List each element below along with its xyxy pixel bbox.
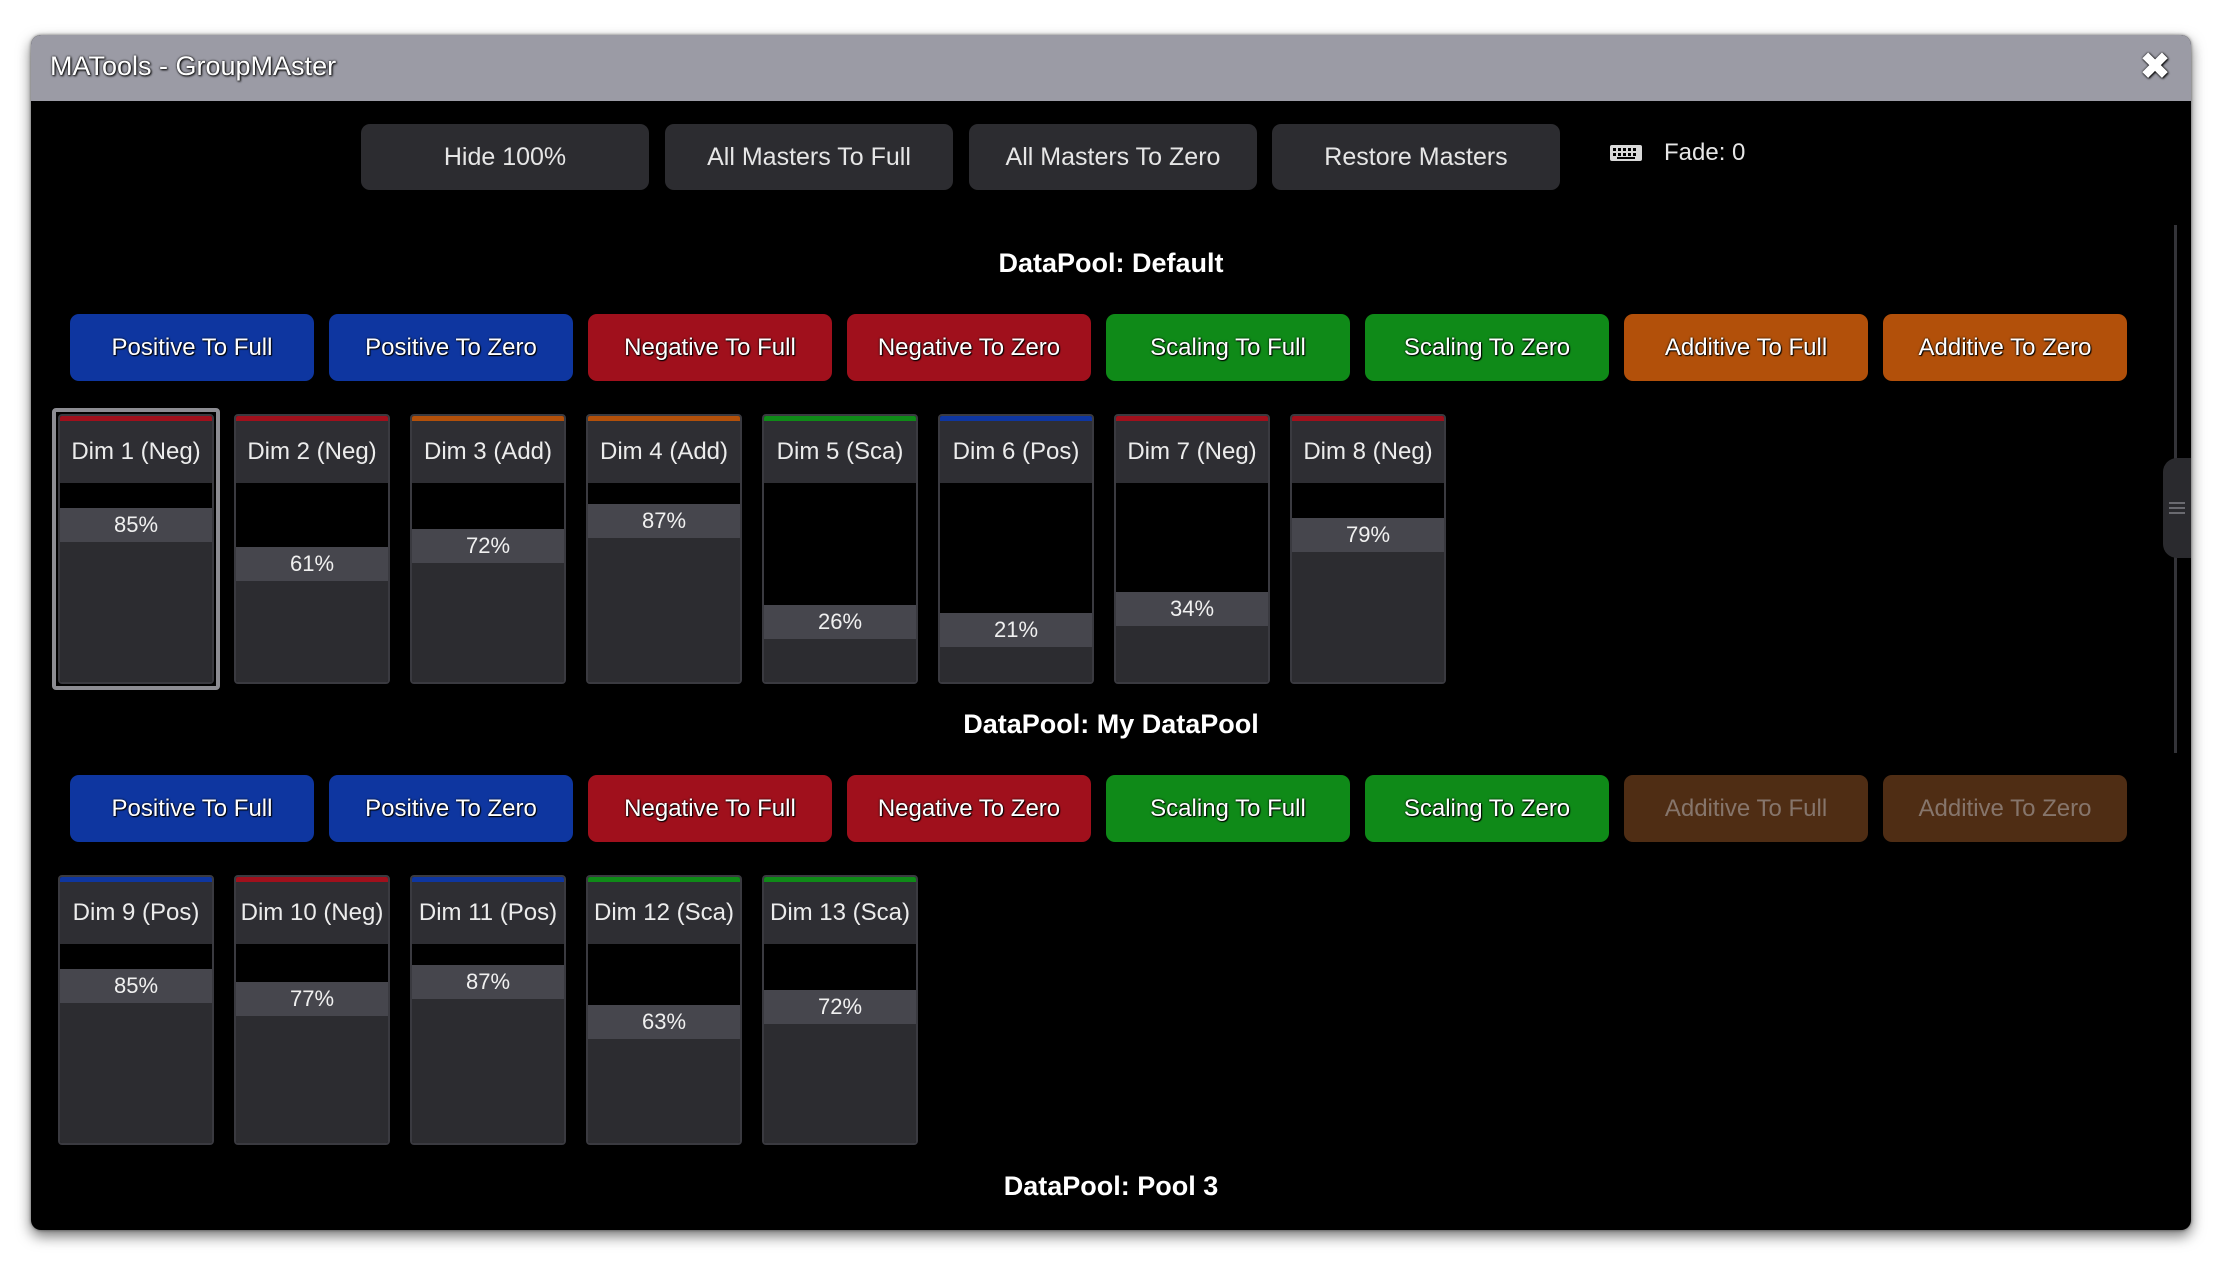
fader-value[interactable]: 21% — [940, 613, 1092, 648]
fader-type-indicator — [764, 416, 916, 421]
fader[interactable]: Dim 3 (Add) 72% — [410, 414, 566, 684]
fader[interactable]: Dim 2 (Neg) 61% — [234, 414, 390, 684]
action-positive-to-zero-button[interactable]: Positive To Zero — [329, 775, 573, 842]
pool-title-pool-3: DataPool: Pool 3 — [1003, 1171, 1219, 1201]
fader-label: Dim 2 (Neg) — [236, 421, 388, 483]
fader[interactable]: Dim 9 (Pos) 85% — [58, 875, 214, 1145]
selected-fader-frame — [52, 408, 220, 690]
fader-label: Dim 12 (Sca) — [588, 882, 740, 944]
action-negative-to-full-button[interactable]: Negative To Full — [588, 314, 832, 381]
action-additive-to-full-button[interactable]: Additive To Full — [1624, 775, 1868, 842]
fader-type-indicator — [588, 877, 740, 882]
fader-type-indicator — [412, 877, 564, 882]
action-additive-to-zero-button[interactable]: Additive To Zero — [1883, 314, 2127, 381]
fader-value[interactable]: 77% — [236, 981, 388, 1016]
fader-type-indicator — [412, 416, 564, 421]
fader-value[interactable]: 85% — [60, 968, 212, 1003]
fader-type-indicator — [60, 877, 212, 882]
fader-value[interactable]: 26% — [764, 605, 916, 640]
action-positive-to-zero-button[interactable]: Positive To Zero — [329, 314, 573, 381]
close-icon[interactable]: ✖ — [2139, 46, 2171, 88]
title-bar[interactable]: MATools - GroupMAster ✖ — [31, 35, 2191, 101]
fader-label: Dim 6 (Pos) — [940, 421, 1092, 483]
fader-label: Dim 1 (Neg) — [60, 421, 212, 483]
groupmaster-window: MATools - GroupMAster ✖ Hide 100% All Ma… — [31, 35, 2191, 1230]
action-negative-to-zero-button[interactable]: Negative To Zero — [847, 314, 1091, 381]
fader-type-indicator — [764, 877, 916, 882]
fader-value[interactable]: 61% — [236, 547, 388, 582]
fade-value[interactable]: Fade: 0 — [1664, 139, 1746, 166]
action-positive-to-full-button[interactable]: Positive To Full — [70, 775, 314, 842]
drag-handle-icon[interactable] — [2163, 490, 2191, 526]
fader-label: Dim 4 (Add) — [588, 421, 740, 483]
fader-value[interactable]: 72% — [764, 990, 916, 1025]
fader-type-indicator — [236, 416, 388, 421]
action-negative-to-zero-button[interactable]: Negative To Zero — [847, 775, 1091, 842]
fader[interactable]: Dim 4 (Add) 87% — [586, 414, 742, 684]
fader-type-indicator — [1116, 416, 1268, 421]
action-scaling-to-full-button[interactable]: Scaling To Full — [1106, 775, 1350, 842]
all-masters-to-full-button[interactable]: All Masters To Full — [665, 124, 953, 190]
fader[interactable]: Dim 8 (Neg) 79% — [1290, 414, 1446, 684]
action-negative-to-full-button[interactable]: Negative To Full — [588, 775, 832, 842]
pool-title-my-datapool: DataPool: My DataPool — [963, 709, 1259, 739]
fader-value[interactable]: 87% — [412, 965, 564, 1000]
all-masters-to-zero-button[interactable]: All Masters To Zero — [969, 124, 1257, 190]
window-title: MATools - GroupMAster — [50, 51, 337, 81]
fader-label: Dim 8 (Neg) — [1292, 421, 1444, 483]
keyboard-icon[interactable] — [1609, 143, 1643, 163]
fader[interactable]: Dim 12 (Sca) 63% — [586, 875, 742, 1145]
fader-label: Dim 9 (Pos) — [60, 882, 212, 944]
fader-type-indicator — [1292, 416, 1444, 421]
fader-label: Dim 3 (Add) — [412, 421, 564, 483]
fader-type-indicator — [588, 416, 740, 421]
hide-100-button[interactable]: Hide 100% — [361, 124, 649, 190]
fader-value[interactable]: 63% — [588, 1005, 740, 1040]
fader-label: Dim 10 (Neg) — [236, 882, 388, 944]
fader[interactable]: Dim 6 (Pos) 21% — [938, 414, 1094, 684]
fader[interactable]: Dim 7 (Neg) 34% — [1114, 414, 1270, 684]
fader-value[interactable]: 87% — [588, 504, 740, 539]
action-scaling-to-zero-button[interactable]: Scaling To Zero — [1365, 775, 1609, 842]
fader-label: Dim 7 (Neg) — [1116, 421, 1268, 483]
fader-type-indicator — [236, 877, 388, 882]
action-scaling-to-full-button[interactable]: Scaling To Full — [1106, 314, 1350, 381]
fader[interactable]: Dim 13 (Sca) 72% — [762, 875, 918, 1145]
fader-type-indicator — [940, 416, 1092, 421]
fader-type-indicator — [60, 416, 212, 421]
fader-label: Dim 13 (Sca) — [764, 882, 916, 944]
fader[interactable]: Dim 1 (Neg) 85% — [58, 414, 214, 684]
action-positive-to-full-button[interactable]: Positive To Full — [70, 314, 314, 381]
fader-value[interactable]: 85% — [60, 507, 212, 542]
restore-masters-button[interactable]: Restore Masters — [1272, 124, 1560, 190]
fader-label: Dim 11 (Pos) — [412, 882, 564, 944]
fader-value[interactable]: 34% — [1116, 591, 1268, 626]
fader[interactable]: Dim 10 (Neg) 77% — [234, 875, 390, 1145]
fader[interactable]: Dim 11 (Pos) 87% — [410, 875, 566, 1145]
action-additive-to-zero-button[interactable]: Additive To Zero — [1883, 775, 2127, 842]
fader-label: Dim 5 (Sca) — [764, 421, 916, 483]
fader-value[interactable]: 79% — [1292, 517, 1444, 552]
action-scaling-to-zero-button[interactable]: Scaling To Zero — [1365, 314, 1609, 381]
fader[interactable]: Dim 5 (Sca) 26% — [762, 414, 918, 684]
fader-value[interactable]: 72% — [412, 529, 564, 564]
pool-title-default: DataPool: Default — [998, 248, 1224, 278]
action-additive-to-full-button[interactable]: Additive To Full — [1624, 314, 1868, 381]
